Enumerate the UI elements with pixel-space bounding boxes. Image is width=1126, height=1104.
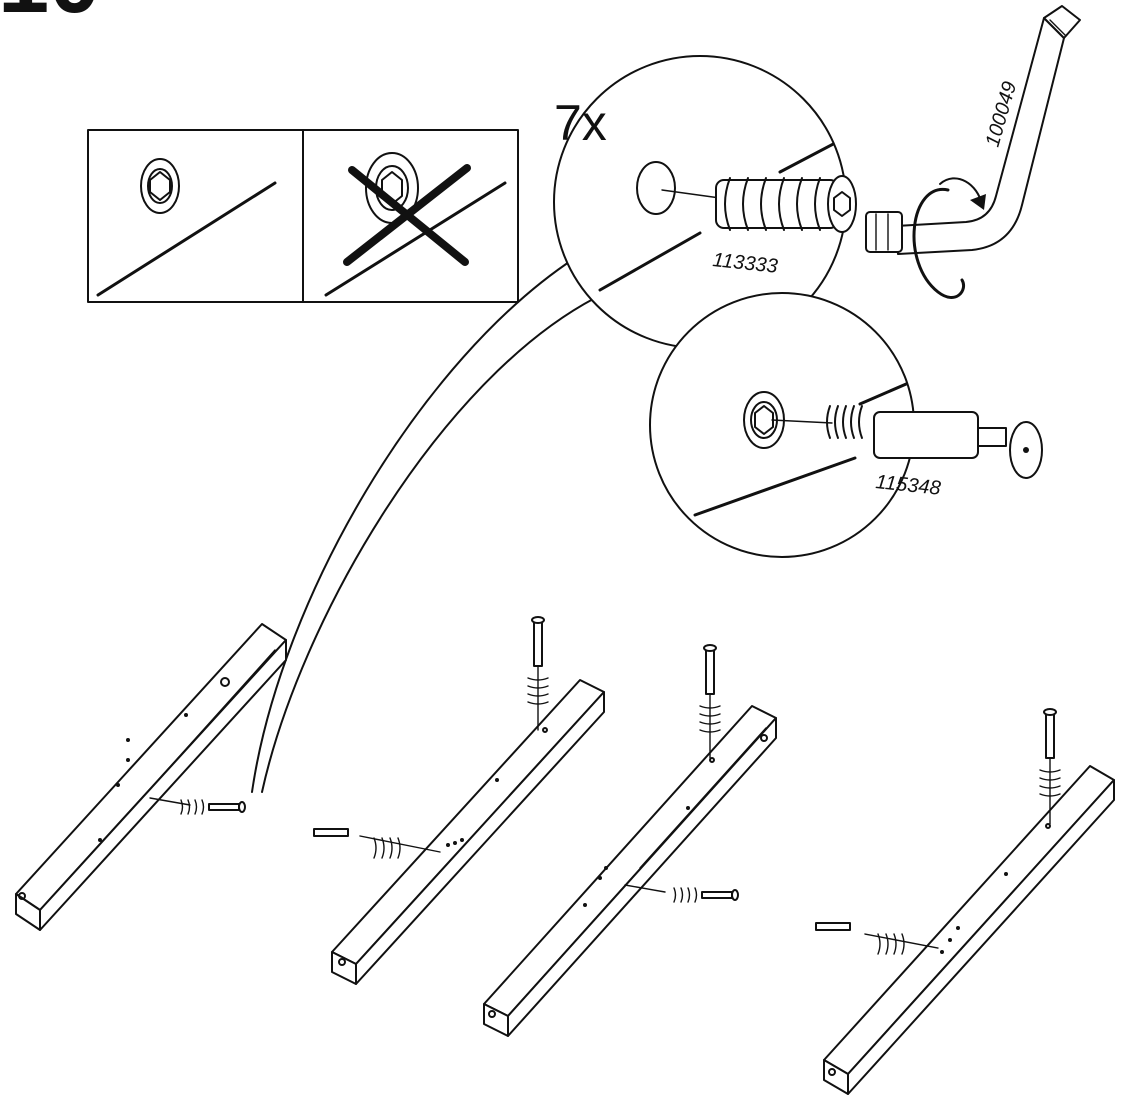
rail-2 (313, 616, 605, 985)
detail-circle-dowel-bolt: 115348 (649, 292, 1043, 558)
incorrect-x-mark-icon (343, 164, 471, 266)
incorrect-orientation (324, 152, 507, 297)
rail-1 (15, 623, 287, 931)
detail-circle-cam-lock: 113333 (553, 55, 857, 349)
rail-4 (815, 708, 1115, 1095)
rail-3 (483, 644, 777, 1037)
callout-pointer (251, 257, 596, 793)
cam-lock-part (715, 175, 857, 233)
rotation-arrow-icon (912, 177, 986, 299)
orientation-panel (87, 129, 519, 303)
correct-orientation (96, 158, 277, 297)
hex-key-tool (865, 5, 1081, 255)
step-number: 10 (0, 0, 100, 32)
dowel-bolt-part (826, 405, 1043, 479)
quantity-label: 7x (554, 95, 607, 151)
